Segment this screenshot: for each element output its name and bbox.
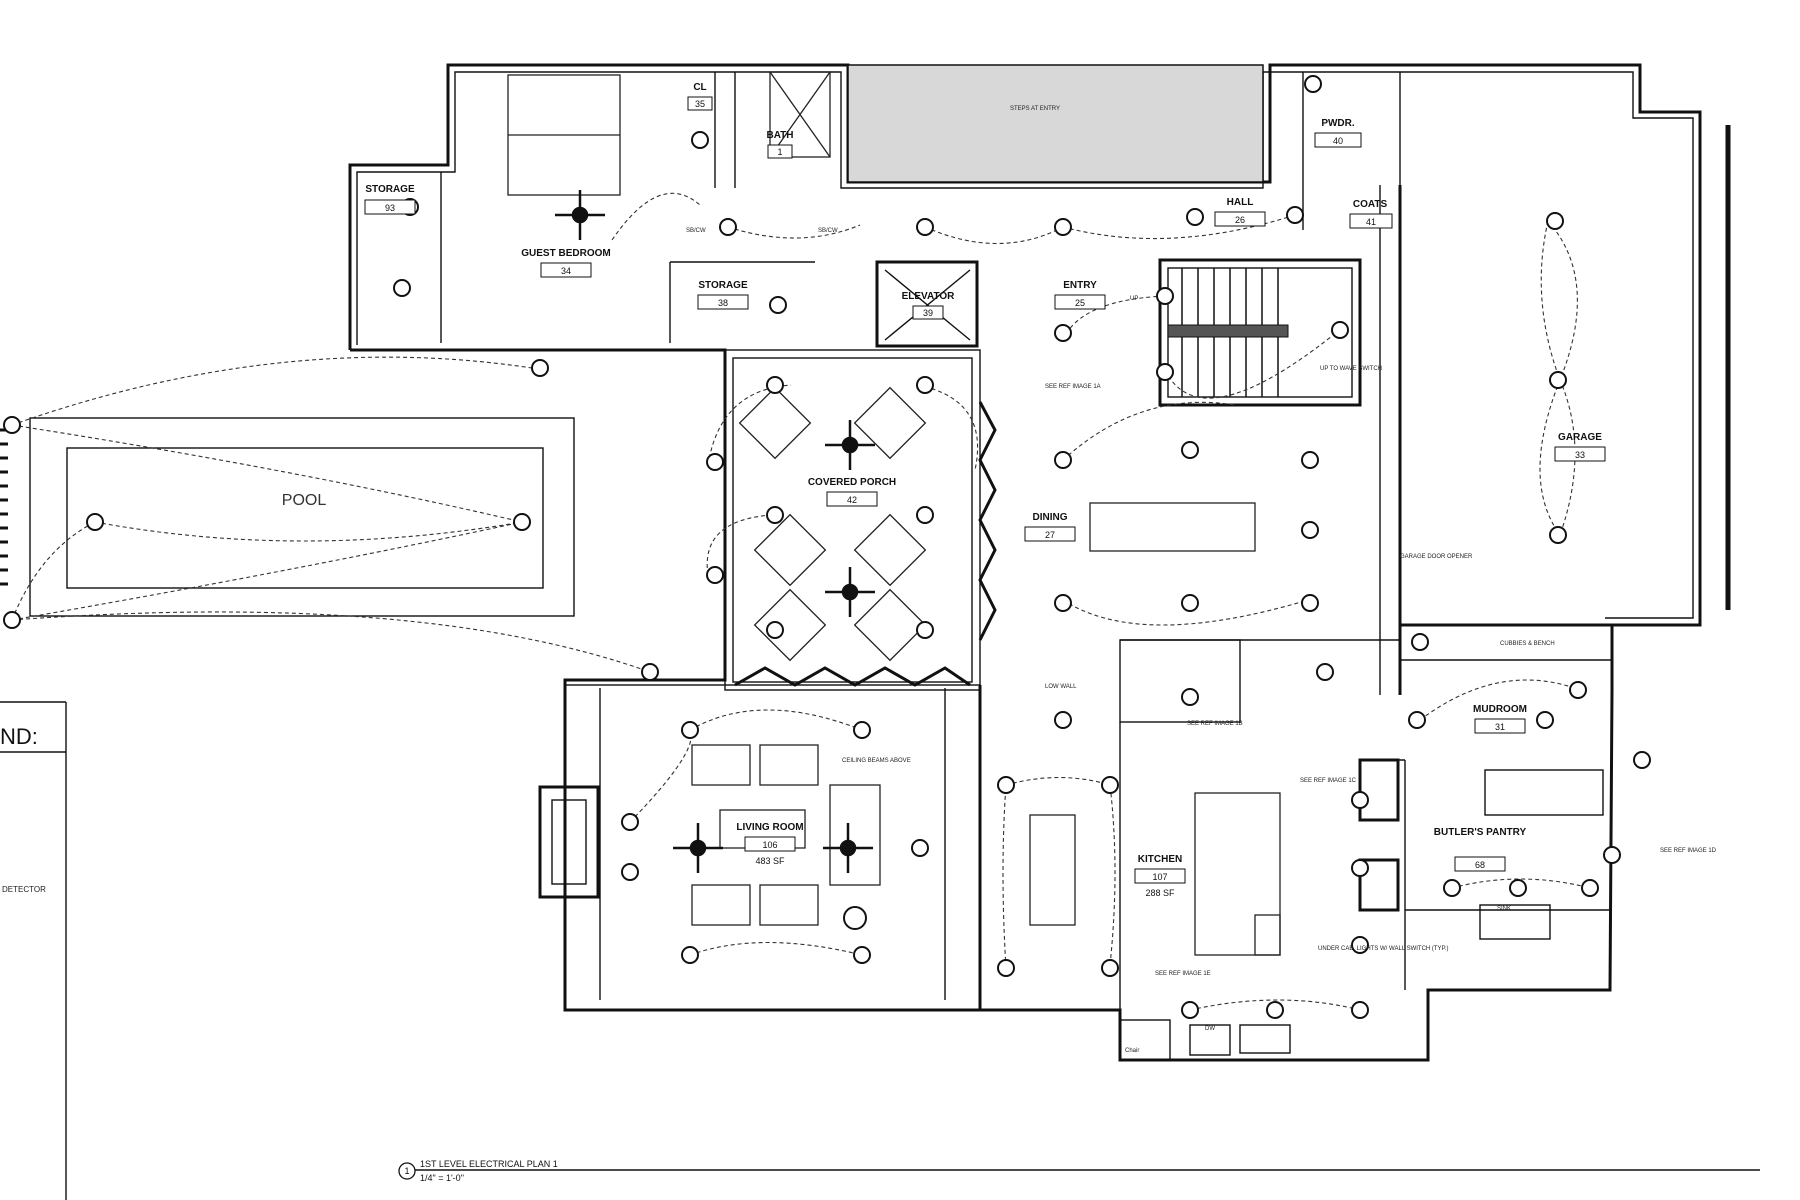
- room-closet-num: 35: [695, 99, 705, 109]
- room-storage-left-num: 93: [385, 203, 395, 213]
- room-living-num: 106: [762, 840, 777, 850]
- note-see-ref-1b: SEE REF IMAGE 1B: [1187, 721, 1243, 727]
- room-living-label: LIVING ROOM: [736, 822, 803, 833]
- room-living-area: 483 SF: [755, 856, 785, 866]
- room-mudroom-num: 31: [1495, 722, 1505, 732]
- room-storage-left-label: STORAGE: [365, 184, 415, 195]
- room-pwdr-label: PWDR.: [1321, 118, 1355, 129]
- room-labels: STORAGE 93 GUEST BEDROOM 34 CL 35 BATH 1…: [364, 82, 1606, 898]
- room-garage-num: 33: [1575, 450, 1585, 460]
- room-kitchen-label: KITCHEN: [1138, 854, 1182, 865]
- note-ceiling-beams: CEILING BEAMS ABOVE: [842, 758, 911, 764]
- room-guest-bedroom-label: GUEST BEDROOM: [521, 248, 610, 259]
- room-entry-label: ENTRY: [1063, 280, 1097, 291]
- room-elevator-label: ELEVATOR: [902, 291, 956, 302]
- room-butlers-pantry-num: 68: [1475, 860, 1485, 870]
- note-garage-door-opener: GARAGE DOOR OPENER: [1400, 554, 1473, 560]
- legend-panel: ND: DETECTOR: [0, 701, 67, 1200]
- room-kitchen-num: 107: [1152, 872, 1167, 882]
- room-storage-mid-label: STORAGE: [698, 280, 748, 291]
- note-low-wall: LOW WALL: [1045, 684, 1077, 690]
- drawing-title-block: 1 1ST LEVEL ELECTRICAL PLAN 1 1/4" = 1'-…: [398, 1159, 558, 1183]
- note-see-ref-1a: SEE REF IMAGE 1A: [1045, 384, 1101, 390]
- note-up-to-wave-switch: UP TO WAVE SWITCH: [1320, 366, 1382, 372]
- building-walls: [348, 63, 1760, 1171]
- wiring: [11, 192, 1591, 1011]
- room-mudroom-label: MUDROOM: [1473, 704, 1527, 715]
- room-bath-num: 1: [777, 147, 782, 157]
- room-dining-num: 27: [1045, 530, 1055, 540]
- room-kitchen-area: 288 SF: [1145, 888, 1175, 898]
- note-under-cab: UNDER CAB. LIGHTS W/ WALL SWITCH (TYP.): [1318, 946, 1448, 952]
- pool-label: POOL: [282, 492, 327, 509]
- note-sbcw-1: SB/CW: [686, 228, 706, 234]
- drawing-title: 1ST LEVEL ELECTRICAL PLAN 1: [420, 1159, 558, 1169]
- note-see-ref-1e: SEE REF IMAGE 1E: [1155, 971, 1211, 977]
- note-sbcw-2: SB/CW: [818, 228, 838, 234]
- legend-title: ND:: [0, 724, 38, 749]
- ceiling-fans: [555, 190, 875, 873]
- note-dw: DW: [1205, 1026, 1215, 1032]
- room-coats-num: 41: [1366, 217, 1376, 227]
- plan-notes: SB/CW SB/CW STEPS AT ENTRY UP UP TO WAVE…: [686, 106, 1717, 1054]
- room-hall-num: 26: [1235, 215, 1245, 225]
- room-entry-num: 25: [1075, 298, 1085, 308]
- room-guest-bedroom-num: 34: [561, 266, 571, 276]
- room-pwdr-num: 40: [1333, 136, 1343, 146]
- room-hall-label: HALL: [1227, 197, 1254, 208]
- room-coats-label: COATS: [1353, 199, 1388, 210]
- note-cubbies-bench: CUBBIES & BENCH: [1500, 641, 1555, 647]
- legend-detector-text: DETECTOR: [2, 885, 46, 894]
- note-see-ref-1c: SEE REF IMAGE 1C: [1300, 778, 1357, 784]
- room-covered-porch-num: 42: [847, 495, 857, 505]
- room-covered-porch-label: COVERED PORCH: [808, 477, 896, 488]
- room-closet-label: CL: [693, 82, 706, 93]
- note-see-ref-1d: SEE REF IMAGE 1D: [1660, 848, 1717, 854]
- room-storage-mid-num: 38: [718, 298, 728, 308]
- drawing-number: 1: [404, 1166, 409, 1176]
- note-sink: SINK: [1497, 906, 1511, 912]
- drawing-scale: 1/4" = 1'-0": [420, 1173, 464, 1183]
- room-garage-label: GARAGE: [1558, 432, 1602, 443]
- light-fixtures: [3, 75, 1651, 1019]
- room-dining-label: DINING: [1033, 512, 1068, 523]
- room-butlers-pantry-label: BUTLER'S PANTRY: [1434, 827, 1527, 838]
- room-bath-label: BATH: [766, 130, 793, 141]
- room-elevator-num: 39: [923, 308, 933, 318]
- pool: POOL: [0, 417, 575, 617]
- note-steps-at-entry: STEPS AT ENTRY: [1010, 106, 1060, 112]
- note-chair: Chair: [1125, 1048, 1139, 1054]
- note-up: UP: [1130, 296, 1138, 302]
